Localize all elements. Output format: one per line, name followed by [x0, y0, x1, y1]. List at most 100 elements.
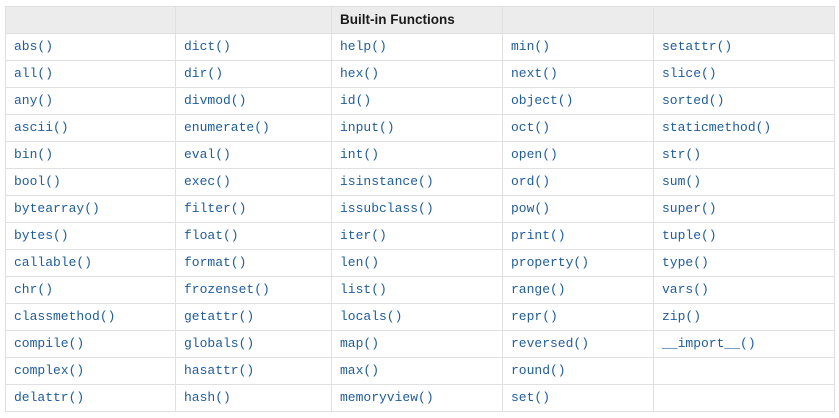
function-link[interactable]: input() [340, 120, 395, 135]
function-link[interactable]: dir() [184, 66, 224, 81]
function-link[interactable]: set() [511, 390, 551, 405]
function-link[interactable]: str() [662, 147, 702, 162]
function-link[interactable]: compile() [14, 336, 85, 351]
function-link[interactable]: round() [511, 363, 566, 378]
function-link[interactable]: bytes() [14, 228, 69, 243]
function-link[interactable]: type() [662, 255, 709, 270]
table-cell: memoryview() [331, 384, 503, 412]
function-link[interactable]: max() [340, 363, 380, 378]
table-title: Built-in Functions [331, 6, 503, 34]
function-link[interactable]: ascii() [14, 120, 69, 135]
header-cell-empty [502, 6, 654, 34]
function-link[interactable]: vars() [662, 282, 709, 297]
function-link[interactable]: enumerate() [184, 120, 270, 135]
table-cell: frozenset() [175, 276, 332, 304]
table-cell: staticmethod() [653, 114, 835, 142]
table-cell: input() [331, 114, 503, 142]
function-link[interactable]: staticmethod() [662, 120, 772, 135]
table-cell: pow() [502, 195, 654, 223]
function-link[interactable]: hash() [184, 390, 231, 405]
table-cell: all() [5, 60, 176, 88]
table-cell: locals() [331, 303, 503, 331]
function-link[interactable]: id() [340, 93, 372, 108]
table-cell: ord() [502, 168, 654, 196]
function-link[interactable]: next() [511, 66, 558, 81]
table-cell: slice() [653, 60, 835, 88]
function-link[interactable]: property() [511, 255, 590, 270]
function-link[interactable]: ord() [511, 174, 551, 189]
function-link[interactable]: open() [511, 147, 558, 162]
header-cell-empty [5, 6, 176, 34]
function-link[interactable]: format() [184, 255, 247, 270]
function-link[interactable]: list() [340, 282, 387, 297]
function-link[interactable]: delattr() [14, 390, 85, 405]
function-link[interactable]: divmod() [184, 93, 247, 108]
function-link[interactable]: abs() [14, 39, 54, 54]
builtin-functions-table: Built-in Functions abs() dict() help() min(… [5, 6, 835, 412]
function-link[interactable]: locals() [340, 309, 403, 324]
table-cell: type() [653, 249, 835, 277]
function-link[interactable]: print() [511, 228, 566, 243]
function-link[interactable]: globals() [184, 336, 255, 351]
function-link[interactable]: frozenset() [184, 282, 270, 297]
function-link[interactable]: sorted() [662, 93, 725, 108]
function-link[interactable]: map() [340, 336, 380, 351]
table-cell: object() [502, 87, 654, 115]
function-link[interactable]: object() [511, 93, 574, 108]
table-cell: str() [653, 141, 835, 169]
function-link[interactable]: all() [14, 66, 54, 81]
function-link[interactable]: dict() [184, 39, 231, 54]
function-link[interactable]: repr() [511, 309, 558, 324]
function-link[interactable]: memoryview() [340, 390, 434, 405]
function-link[interactable]: hex() [340, 66, 380, 81]
function-link[interactable]: bin() [14, 147, 54, 162]
table-cell: reversed() [502, 330, 654, 358]
function-link[interactable]: hasattr() [184, 363, 255, 378]
function-link[interactable]: sum() [662, 174, 702, 189]
function-link[interactable]: slice() [662, 66, 717, 81]
function-link[interactable]: super() [662, 201, 717, 216]
function-link[interactable]: classmethod() [14, 309, 116, 324]
table-cell: issubclass() [331, 195, 503, 223]
table-cell: hash() [175, 384, 332, 412]
function-link[interactable]: range() [511, 282, 566, 297]
function-link[interactable]: setattr() [662, 39, 733, 54]
table-cell: sorted() [653, 87, 835, 115]
table-cell: chr() [5, 276, 176, 304]
function-link[interactable]: reversed() [511, 336, 590, 351]
function-link[interactable]: exec() [184, 174, 231, 189]
function-link[interactable]: float() [184, 228, 239, 243]
function-link[interactable]: pow() [511, 201, 551, 216]
function-link[interactable]: zip() [662, 309, 702, 324]
function-link[interactable]: getattr() [184, 309, 255, 324]
table-cell: hex() [331, 60, 503, 88]
function-link[interactable]: eval() [184, 147, 231, 162]
table-cell: complex() [5, 357, 176, 385]
function-link[interactable]: help() [340, 39, 387, 54]
function-link[interactable]: tuple() [662, 228, 717, 243]
function-link[interactable]: filter() [184, 201, 247, 216]
function-link[interactable]: bytearray() [14, 201, 100, 216]
header-cell-empty [175, 6, 332, 34]
function-link[interactable]: int() [340, 147, 380, 162]
table-cell: dir() [175, 60, 332, 88]
table-cell: zip() [653, 303, 835, 331]
table-cell: sum() [653, 168, 835, 196]
table-cell: bytes() [5, 222, 176, 250]
function-link[interactable]: isinstance() [340, 174, 434, 189]
function-link[interactable]: min() [511, 39, 551, 54]
function-link[interactable]: __import__() [662, 336, 756, 351]
function-link[interactable]: iter() [340, 228, 387, 243]
table-header-row: Built-in Functions [5, 6, 835, 34]
function-link[interactable]: chr() [14, 282, 54, 297]
function-link[interactable]: complex() [14, 363, 85, 378]
table-cell: range() [502, 276, 654, 304]
function-link[interactable]: callable() [14, 255, 93, 270]
function-link[interactable]: issubclass() [340, 201, 434, 216]
table-cell: repr() [502, 303, 654, 331]
function-link[interactable]: bool() [14, 174, 61, 189]
function-link[interactable]: len() [340, 255, 380, 270]
function-link[interactable]: any() [14, 93, 54, 108]
table-row: any() divmod() id() object() sorted() [5, 87, 835, 115]
function-link[interactable]: oct() [511, 120, 551, 135]
